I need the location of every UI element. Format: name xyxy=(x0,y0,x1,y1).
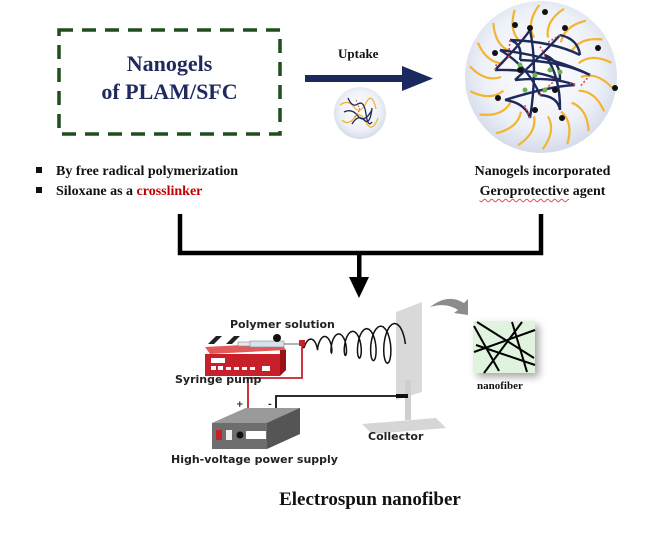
nanogel-label-line1: Nanogels incorporated xyxy=(474,164,611,179)
plus-terminal: + xyxy=(236,400,244,410)
green-dot xyxy=(547,67,553,73)
corona-strand xyxy=(570,38,603,52)
black-dot xyxy=(612,85,618,91)
corona-strand xyxy=(479,102,512,116)
ground-wire xyxy=(275,395,398,412)
black-dot xyxy=(542,9,548,15)
corona-strand xyxy=(469,65,502,80)
nanofiber-lines xyxy=(473,321,536,374)
power-supply-label: High-voltage power supply xyxy=(171,453,338,466)
green-dot xyxy=(517,62,523,68)
caption: Electrospun nanofiber xyxy=(279,489,461,510)
green-dot xyxy=(542,87,548,93)
black-dot xyxy=(532,107,538,113)
black-dot xyxy=(595,45,601,51)
bullet-text: Siloxane as a xyxy=(56,184,137,199)
bullet-item: Siloxane as a crosslinker xyxy=(36,182,238,202)
black-dot xyxy=(552,87,558,93)
polymer-solution-label: Polymer solution xyxy=(230,318,335,331)
nanogels-title-line2: of PLAM/SFC xyxy=(101,79,238,104)
black-dot xyxy=(517,67,523,73)
uptake-arrow xyxy=(305,66,433,91)
polymer-chain xyxy=(528,29,536,119)
polymer-chain xyxy=(494,29,531,71)
green-dot xyxy=(557,69,563,75)
collector-label: Collector xyxy=(368,430,424,443)
crosslink xyxy=(569,82,576,86)
crosslink xyxy=(507,39,511,61)
corona-strand xyxy=(495,111,523,135)
corona-strand xyxy=(580,74,613,89)
large-nanogel-icon xyxy=(465,1,618,153)
black-dot xyxy=(559,115,565,121)
grey-curved-arrow xyxy=(430,298,468,315)
spiral-jet xyxy=(300,322,407,365)
crosslinker-highlight: crosslinker xyxy=(136,184,203,199)
crosslink xyxy=(546,34,561,45)
corona-strand xyxy=(541,115,553,150)
corona-strand xyxy=(560,110,571,145)
black-dot xyxy=(492,50,498,56)
nanogel-label-line2: Geroprotective agent xyxy=(450,182,635,202)
nanogels-box-title: Nanogels of PLAM/SFC xyxy=(59,50,280,106)
green-dot xyxy=(522,87,528,93)
merge-bracket xyxy=(177,214,544,298)
black-dot xyxy=(495,95,501,101)
nanogels-title-line1: Nanogels xyxy=(126,51,213,76)
polymer-chain xyxy=(509,38,581,57)
polymer-chain xyxy=(504,98,532,119)
corona-strand xyxy=(546,7,565,38)
green-dot xyxy=(532,72,538,78)
bullet-text: By free radical polymerization xyxy=(56,164,239,179)
syringe-pump-icon xyxy=(205,334,300,376)
bullet-square-icon xyxy=(36,186,42,193)
corona-strand xyxy=(529,4,541,39)
polymer-chain xyxy=(514,34,561,81)
crosslink xyxy=(579,74,591,88)
uptake-label: Uptake xyxy=(338,46,379,61)
corona-strand xyxy=(469,89,505,98)
small-nanogel-icon xyxy=(334,87,386,139)
polymer-chain xyxy=(499,48,591,77)
black-dot xyxy=(527,25,533,31)
agent-word: agent xyxy=(569,184,606,199)
polymer-chain xyxy=(509,38,522,61)
jet-spiral-path xyxy=(300,322,407,365)
nanogels-dashed-box xyxy=(57,28,282,136)
nanofiber-label: nanofiber xyxy=(477,380,523,392)
corona-strand xyxy=(571,101,590,132)
corona-strand xyxy=(517,116,536,147)
polymer-chain xyxy=(559,33,582,56)
power-supply-icon xyxy=(212,408,300,449)
crosslink xyxy=(539,46,546,56)
black-dot xyxy=(512,22,518,28)
method-bullet-list: By free radical polymerization Siloxane … xyxy=(36,162,238,202)
crosslink xyxy=(494,63,498,71)
bullet-square-icon xyxy=(36,166,42,173)
corona-strand xyxy=(578,89,606,112)
corona-strand xyxy=(577,56,613,65)
bullet-item: By free radical polymerization xyxy=(36,162,238,182)
polymer-chain xyxy=(499,48,542,96)
black-dot xyxy=(562,25,568,31)
geroprotective-word: Geroprotective xyxy=(479,184,570,199)
corona-strand xyxy=(559,19,587,43)
syringe-pump-label: Syringe pump xyxy=(175,373,262,386)
minus-terminal: - xyxy=(268,400,272,410)
collector-apparatus xyxy=(362,302,446,434)
red-wire xyxy=(247,340,305,412)
nanogel-incorporated-label: Nanogels incorporated Geroprotective age… xyxy=(450,162,635,202)
